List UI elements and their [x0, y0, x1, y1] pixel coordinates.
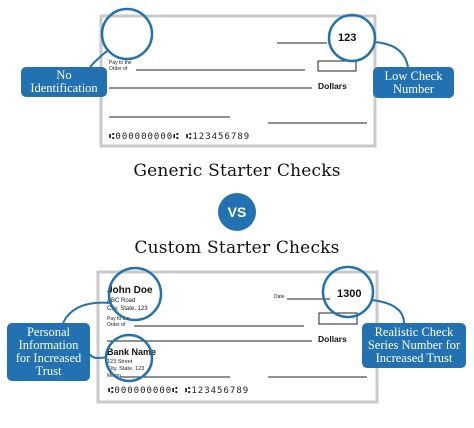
check-number-highlight	[327, 13, 377, 63]
generic-check: Pay to the Order of Dollars ⑆000000000⑆ …	[89, 7, 409, 148]
generic-check-number: 123	[338, 32, 356, 44]
series-number-connector	[371, 299, 405, 324]
bank-address2: City, State, 123	[107, 366, 144, 372]
no-identification-highlight	[100, 7, 154, 61]
check-number-connector	[373, 41, 409, 68]
custom-check: John Doe ABC Road City, State, 123 Date …	[62, 265, 405, 404]
bank-name: Bank Name	[107, 347, 156, 357]
account-holder-name: John Doe	[107, 285, 153, 296]
generic-starter-checks-heading: Generic Starter Checks	[133, 161, 341, 181]
account-holder-address1: ABC Road	[107, 298, 135, 304]
generic-dollars-label: Dollars	[318, 81, 347, 91]
account-holder-address2: City, State, 123	[107, 306, 148, 312]
generic-pay-to-line2: Order of	[109, 66, 128, 72]
custom-micr-line: ⑆000000000⑆ ⑆123456789	[108, 386, 249, 396]
custom-dollars-label: Dollars	[318, 334, 347, 344]
custom-check-number: 1300	[337, 288, 361, 300]
personal-info-highlight	[107, 266, 163, 322]
generic-pay-to-line1: Pay to the	[109, 60, 132, 66]
bank-address1: 123 Street	[107, 359, 133, 365]
series-number-highlight	[321, 265, 375, 319]
custom-pay-to-line2: Order of	[107, 322, 126, 328]
generic-micr-line: ⑆000000000⑆ ⑆123456789	[109, 132, 250, 142]
no-identification-connector	[89, 50, 108, 68]
custom-date-label: Date	[274, 294, 285, 300]
custom-starter-checks-heading: Custom Starter Checks	[134, 238, 340, 258]
custom-pay-to-line1: Pay to the	[107, 316, 130, 322]
personal-info-connector-top	[62, 301, 112, 324]
vs-badge: VS	[218, 193, 256, 231]
custom-amount-box	[318, 312, 358, 325]
generic-amount-box	[317, 60, 357, 72]
personal-info-connector-bottom	[89, 353, 108, 359]
